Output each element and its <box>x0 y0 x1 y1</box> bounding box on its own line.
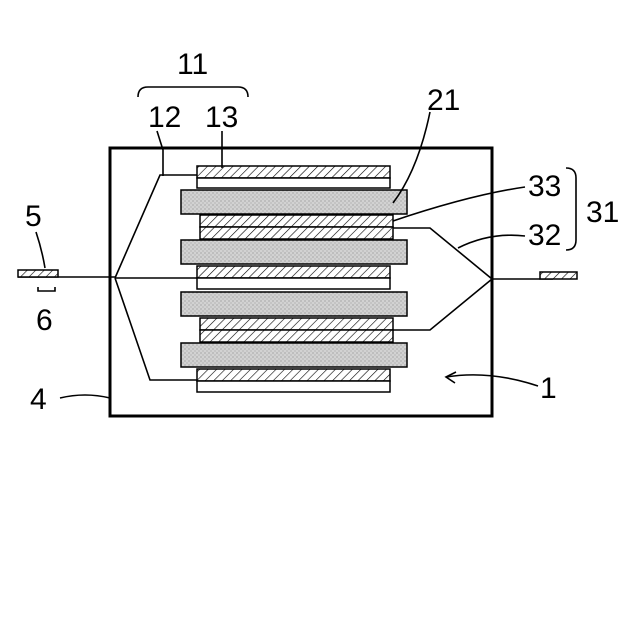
label-case: 4 <box>30 383 47 416</box>
label-separator: 21 <box>427 84 460 117</box>
positive-active-layer <box>200 215 393 227</box>
left-external-tab <box>18 270 58 277</box>
negative-active-layer <box>197 166 390 178</box>
separator-layer <box>181 343 407 367</box>
positive-collector-layer <box>200 227 393 239</box>
separator-layer <box>181 292 407 316</box>
label-active-positive: 33 <box>528 170 561 203</box>
group-positive-bracket <box>566 168 576 250</box>
separator-layer <box>181 240 407 264</box>
negative-collector-layer <box>197 178 390 188</box>
right-external-tab <box>540 272 577 279</box>
label-collector-positive: 32 <box>528 219 561 252</box>
label-group-positive: 31 <box>586 196 619 229</box>
label-tab-left: 5 <box>25 200 42 233</box>
seal-bracket <box>38 287 55 291</box>
positive-collector-layer <box>200 330 393 342</box>
group-negative-brace <box>138 87 248 97</box>
negative-collector-layer <box>197 278 390 289</box>
negative-active-layer <box>197 369 390 381</box>
label-active-negative: 13 <box>205 101 238 134</box>
label-element: 1 <box>540 372 557 405</box>
positive-active-layer <box>200 318 393 330</box>
separator-layer <box>181 190 407 214</box>
label-collector-negative: 12 <box>148 101 181 134</box>
label-group-negative: 11 <box>177 48 208 81</box>
negative-collector-layer <box>197 381 390 392</box>
label-seal: 6 <box>36 304 53 337</box>
negative-active-layer <box>197 266 390 278</box>
